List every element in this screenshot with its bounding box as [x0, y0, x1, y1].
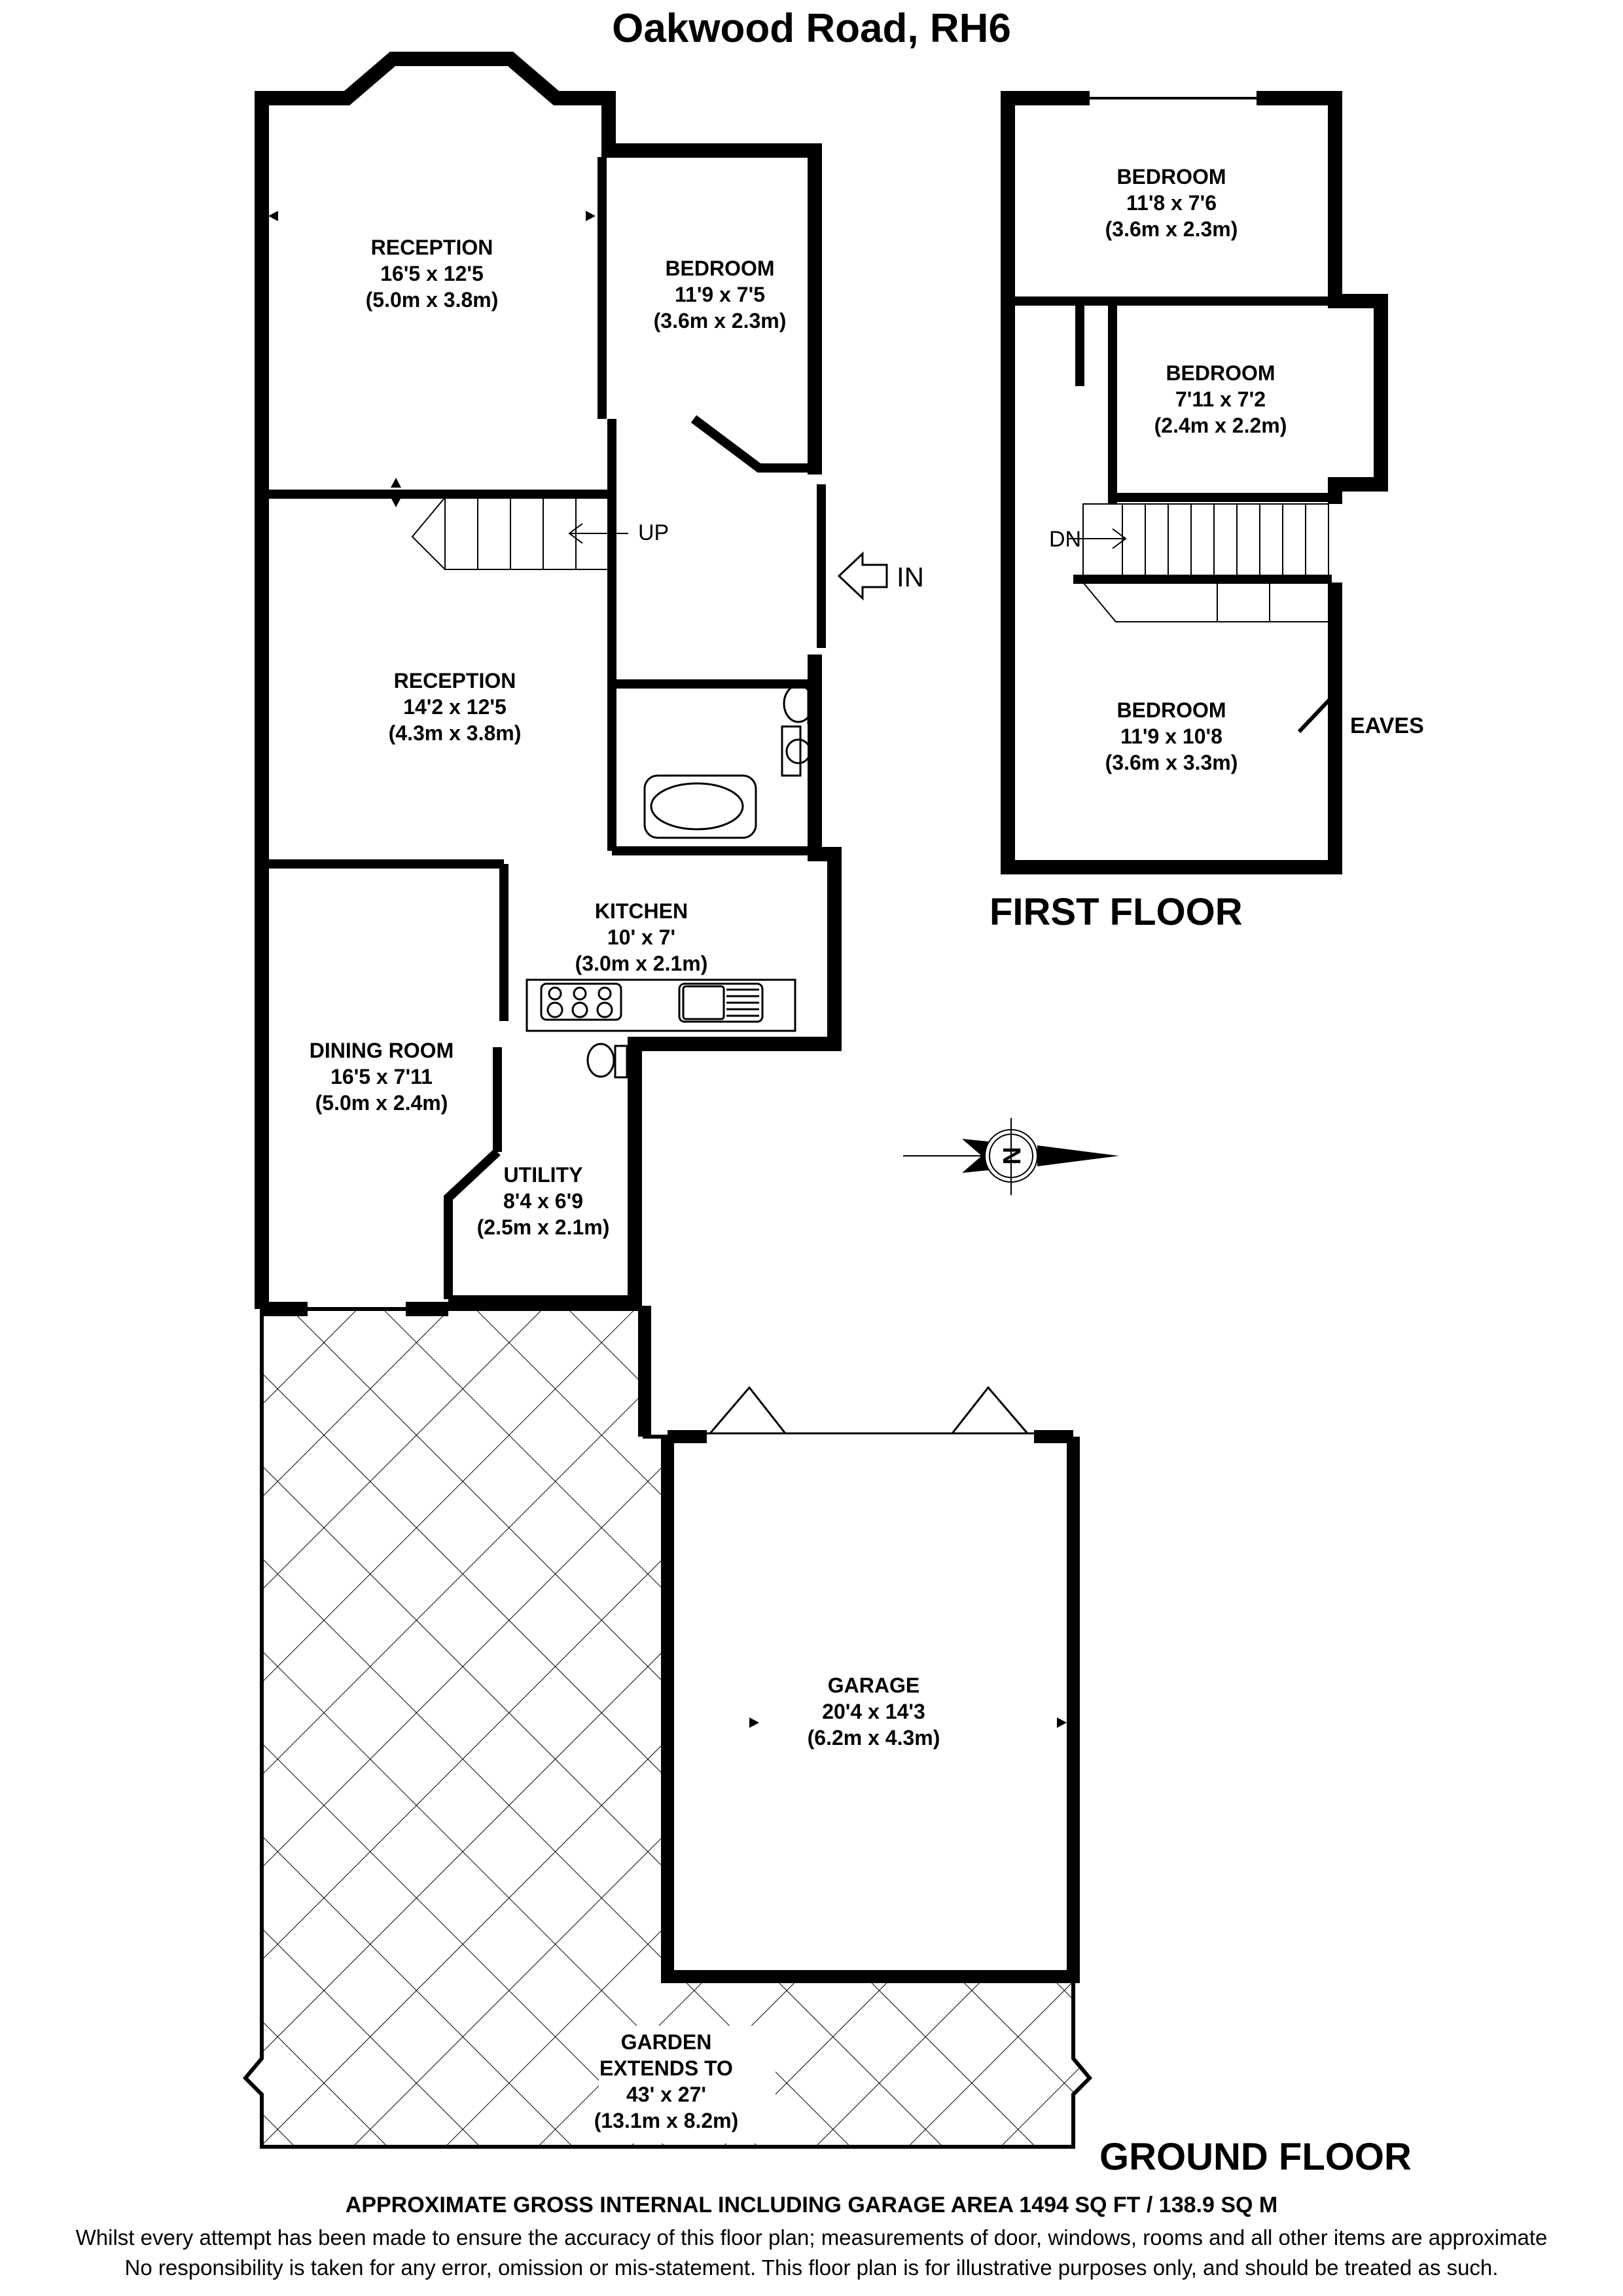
room-label-dining-room: DINING ROOM 16'5 x 7'11 (5.0m x 2.4m)	[309, 1039, 454, 1115]
ground-floor-internal-walls	[265, 157, 826, 1299]
first-floor-walls	[1001, 91, 1388, 874]
ground-floor-heading: GROUND FLOOR	[1099, 2136, 1412, 2178]
room-label-kitchen: KITCHEN 10' x 7' (3.0m x 2.1m)	[575, 899, 708, 975]
room-label-reception-front: RECEPTION 16'5 x 12'5 (5.0m x 3.8m)	[365, 236, 499, 312]
eaves-label: EAVES	[1350, 713, 1424, 738]
stairs-up-label: UP	[638, 520, 669, 545]
first-floor-stairs	[1069, 503, 1329, 622]
bathroom-fixtures	[643, 683, 819, 839]
eaves-door	[1297, 692, 1337, 734]
property-title: Oakwood Road, RH6	[612, 6, 1011, 51]
room-label-reception-rear: RECEPTION 14'2 x 12'5 (4.3m x 3.8m)	[388, 669, 522, 745]
kitchen-fixtures	[526, 978, 796, 1032]
dimension-markers	[268, 211, 1067, 1728]
entrance-arrow-icon	[837, 551, 888, 601]
entrance-label: IN	[897, 562, 924, 592]
garage-walls	[638, 1306, 1080, 1983]
disclaimer-line-2: No responsibility is taken for any error…	[124, 2255, 1499, 2280]
utility-wc	[586, 1043, 628, 1079]
first-floor-internal-walls	[1011, 296, 1332, 584]
north-compass-icon: N	[903, 1118, 1119, 1195]
room-label-bedroom-first-2: BEDROOM 7'11 x 7'2 (2.4m x 2.2m)	[1154, 361, 1287, 437]
room-label-bedroom-ground: BEDROOM 11'9 x 7'5 (3.6m x 2.3m)	[653, 257, 787, 332]
disclaimer-line-1: Whilst every attempt has been made to en…	[75, 2225, 1548, 2250]
room-label-bedroom-first-3: BEDROOM 11'9 x 10'8 (3.6m x 3.3m)	[1105, 698, 1238, 774]
room-label-bedroom-first-1: BEDROOM 11'8 x 7'6 (3.6m x 2.3m)	[1105, 165, 1238, 241]
ground-stairs	[411, 497, 628, 570]
room-label-utility: UTILITY 8'4 x 6'9 (2.5m x 2.1m)	[476, 1163, 610, 1239]
room-label-garage: GARAGE 20'4 x 14'3 (6.2m x 4.3m)	[807, 1674, 940, 1749]
svg-text:N: N	[997, 1147, 1025, 1164]
room-label-garden: GARDEN EXTENDS TO 43' x 27' (13.1m x 8.2…	[594, 2030, 739, 2132]
first-floor-heading: FIRST FLOOR	[990, 891, 1243, 933]
stairs-down-label: DN	[1049, 527, 1082, 552]
area-summary: APPROXIMATE GROSS INTERNAL INCLUDING GAR…	[345, 2193, 1278, 2217]
